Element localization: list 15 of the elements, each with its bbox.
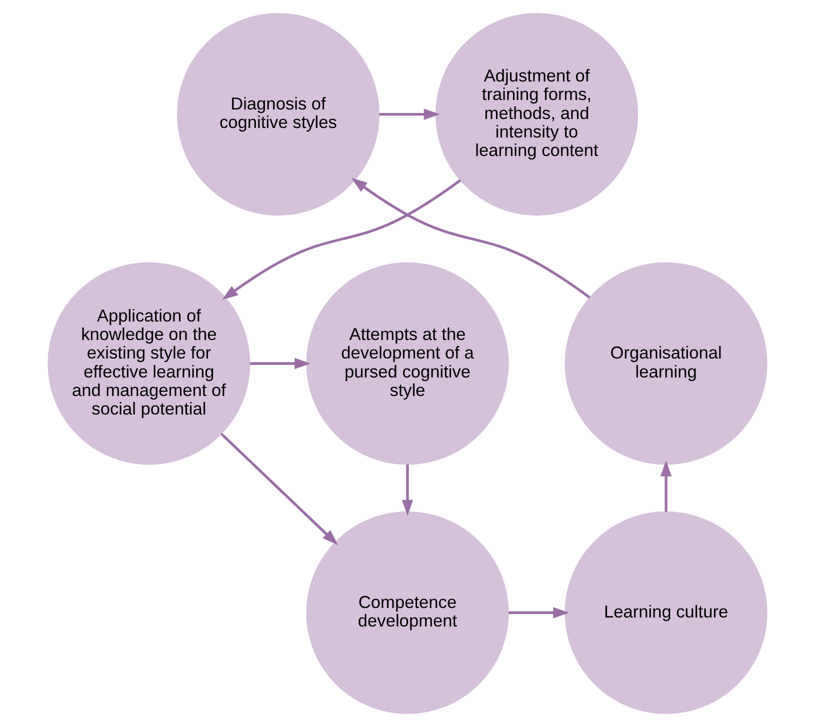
- arrow: [351, 178, 590, 299]
- node-circle: Attempts at the development of a pursed cognitive style: [306, 262, 509, 465]
- arrow: [508, 607, 570, 618]
- node-circle: Adjustment of training forms, methods, and intensity to learning content: [435, 13, 638, 216]
- node-circle: Application of knowledge on the existing style for effective learning and management of social potential: [48, 262, 250, 465]
- node-circle: Organisational learning: [564, 262, 768, 465]
- arrow: [660, 460, 672, 512]
- arrow: [402, 464, 414, 516]
- arrow: [379, 108, 440, 120]
- arrow: [220, 432, 338, 546]
- node-circle: Diagnosis of cognitive styles: [176, 13, 380, 216]
- arrow: [250, 358, 311, 370]
- node-circle: Competence development: [306, 511, 509, 714]
- arrow: [222, 179, 462, 300]
- node-circle: Learning culture: [564, 511, 768, 714]
